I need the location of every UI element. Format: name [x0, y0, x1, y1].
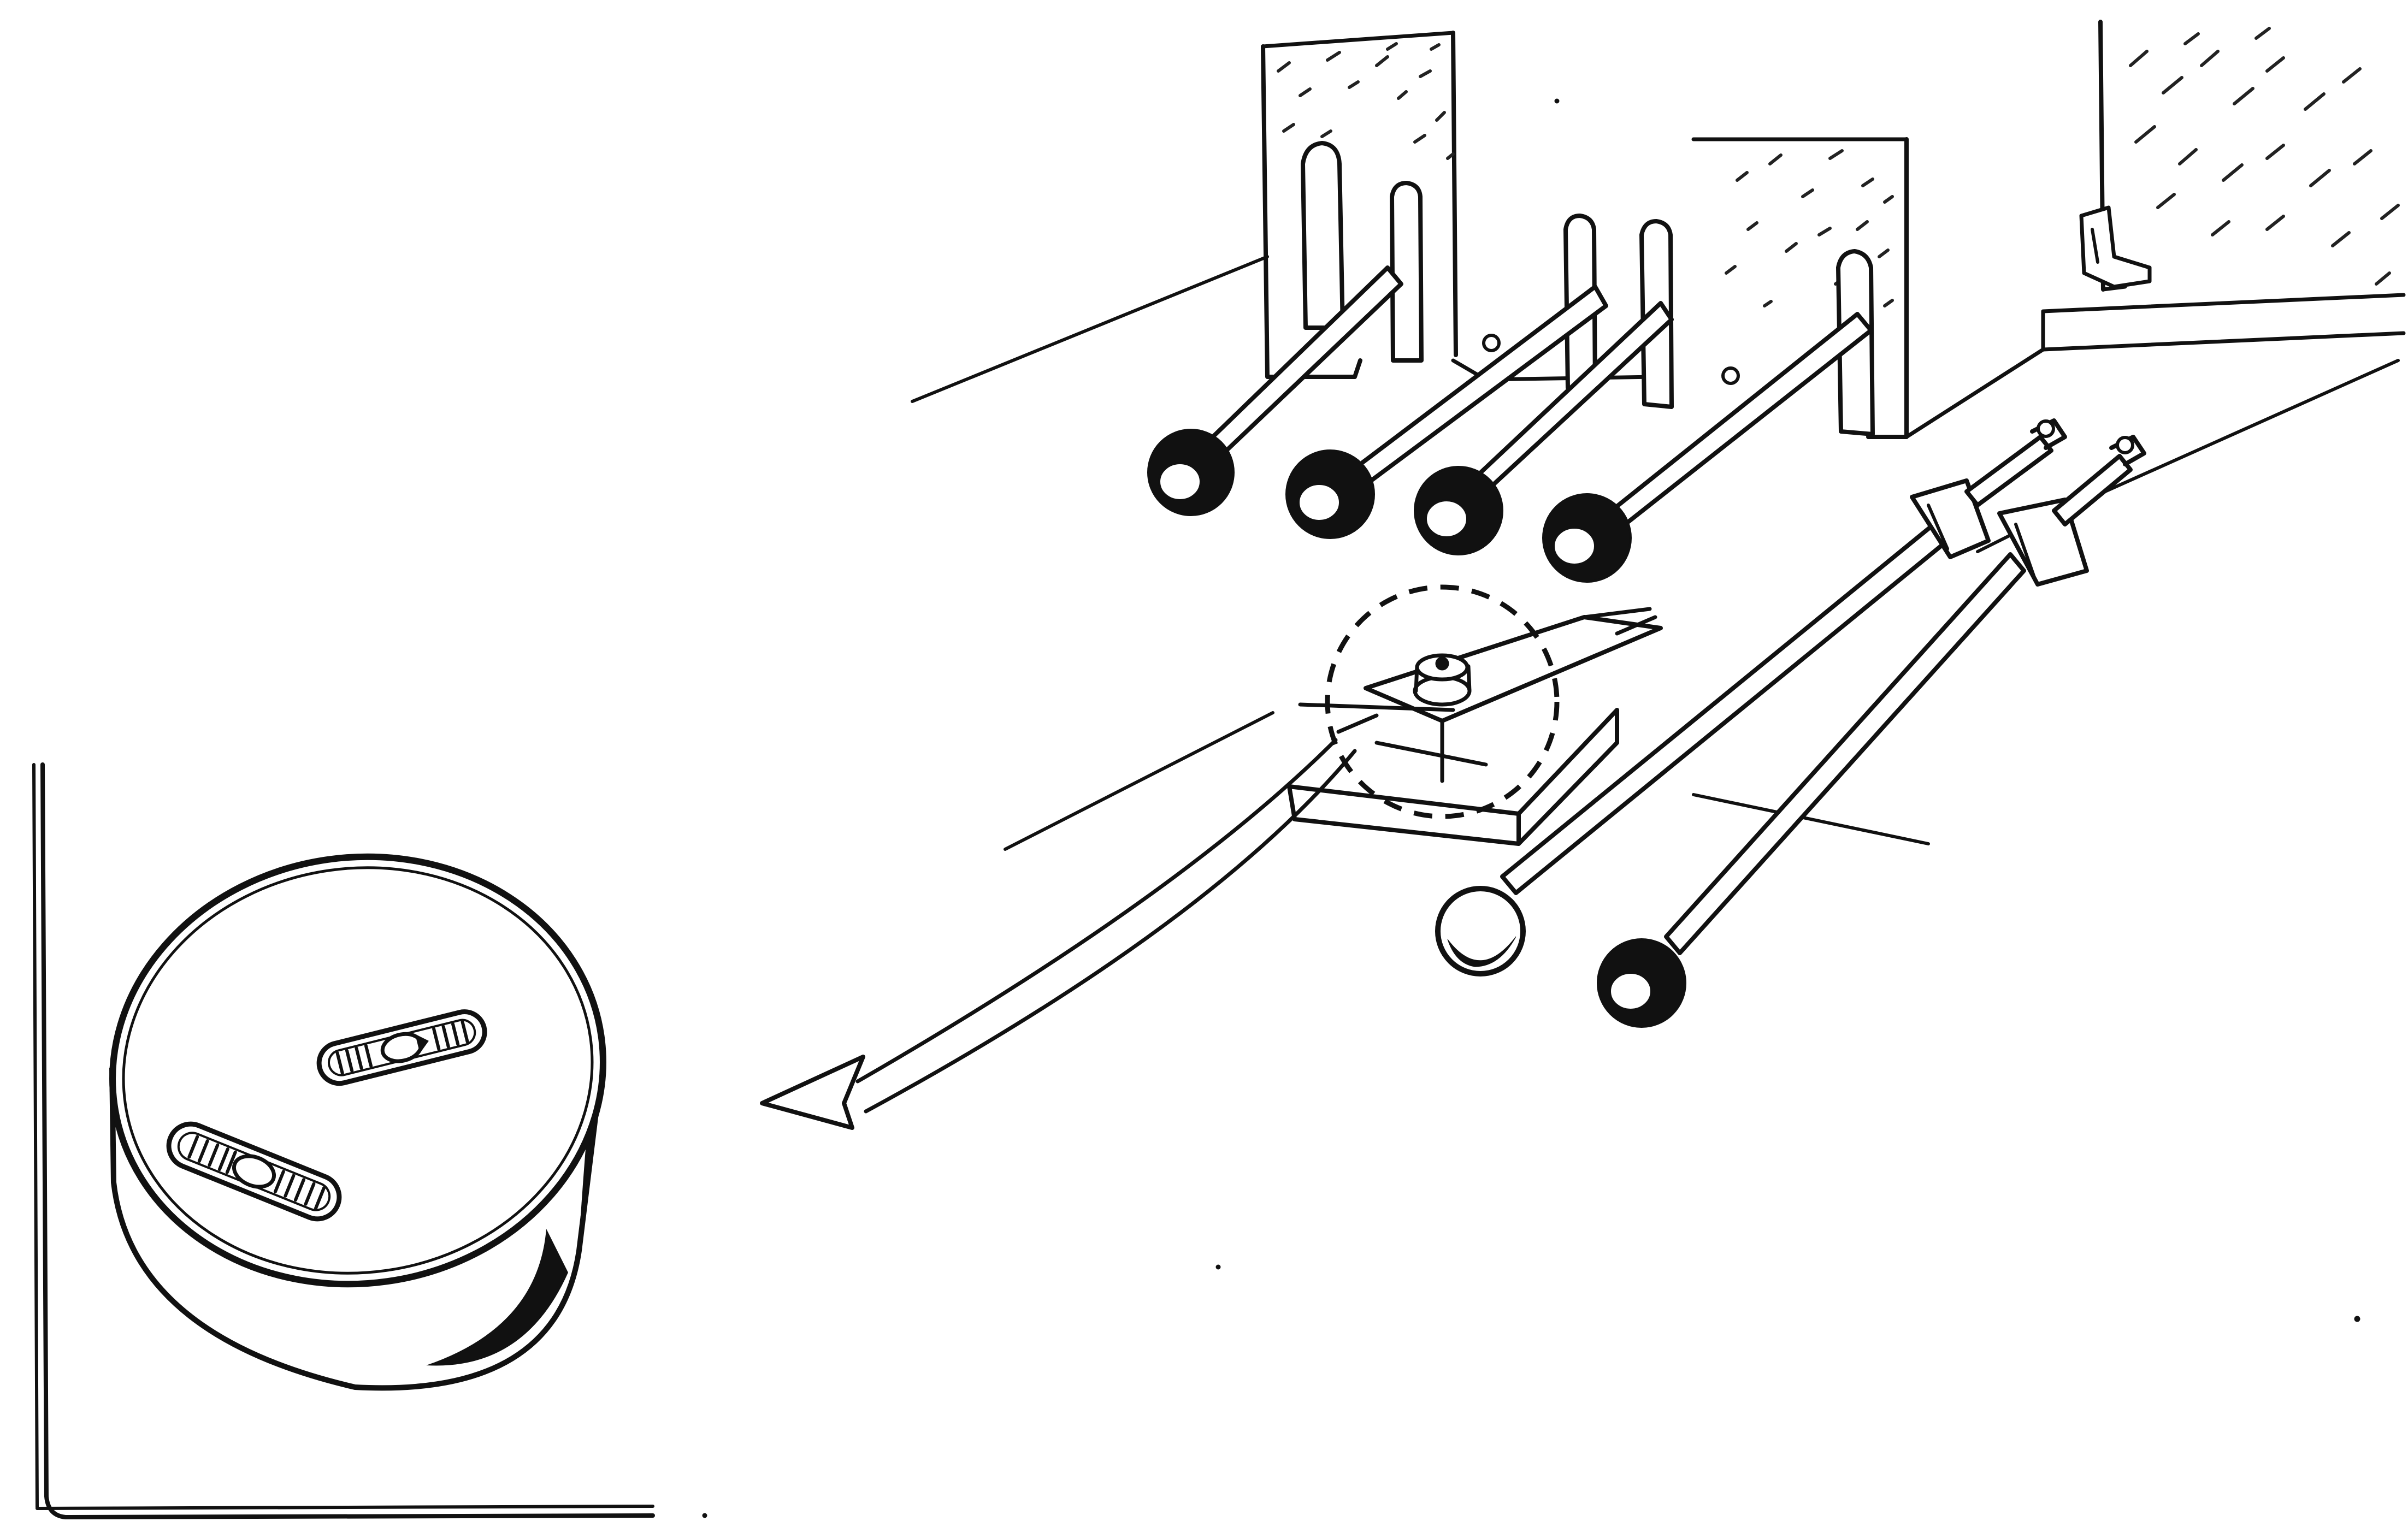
vial-lower	[166, 1121, 342, 1222]
lower-lever-2	[1597, 435, 2146, 1028]
spirit-level-icon	[109, 853, 606, 1391]
upper-lever-1	[1147, 265, 1403, 516]
upper-lever-4	[1542, 312, 1873, 583]
inset-panel	[32, 762, 655, 1519]
lower-lever-1	[1435, 418, 2067, 976]
speck-marks	[702, 98, 2360, 1518]
callout-arrow-icon	[760, 738, 1357, 1130]
vial-upper	[316, 1009, 487, 1086]
upper-lever-2	[1285, 285, 1608, 539]
upper-lever-3	[1414, 301, 1674, 555]
detail-circle-icon	[1325, 584, 1560, 819]
control-console	[1261, 20, 2406, 439]
mounting-bracket	[1287, 607, 1663, 846]
surface-texture	[1277, 27, 2400, 307]
